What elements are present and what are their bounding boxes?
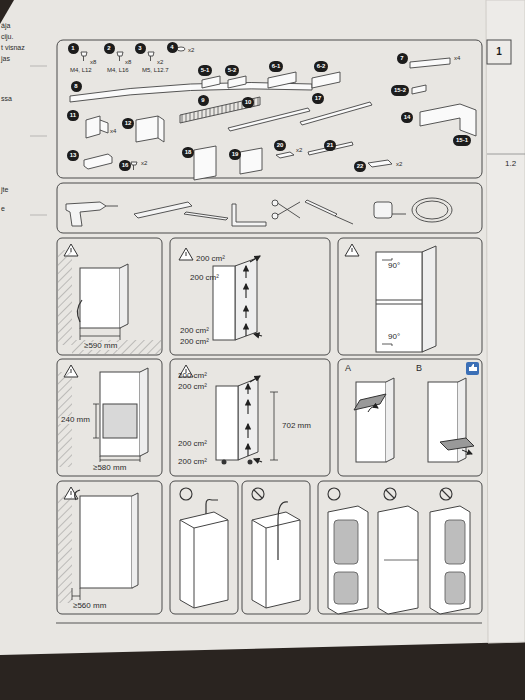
callout-number: 20 — [274, 140, 286, 151]
callout-number: 13 — [67, 150, 79, 161]
screw-size: M4, L16 — [107, 67, 129, 73]
callout-text: 2 — [107, 45, 110, 51]
margin-text: ája — [1, 22, 10, 29]
dimension-label: ≥560 mm — [72, 602, 107, 610]
margin-text: e — [1, 205, 5, 212]
callout-text: 18 — [185, 149, 192, 155]
callout-text: 16 — [122, 162, 129, 168]
dimension-label: 702 mm — [282, 422, 311, 430]
callout-text: 14 — [404, 114, 411, 120]
margin-text: ciju. — [1, 33, 13, 40]
callout-text: 5-2 — [228, 67, 237, 73]
screw-size: M5, L12.7 — [142, 67, 169, 73]
callout-text: 7 — [400, 55, 403, 61]
callout-number: 17 — [312, 93, 324, 104]
callout-number: 5-1 — [198, 65, 212, 76]
callout-number: 15-2 — [391, 85, 408, 96]
callout-number: 10 — [242, 97, 254, 108]
callout-text: 6-1 — [272, 63, 281, 69]
callout-number: 3 — [135, 43, 146, 54]
margin-text: jte — [1, 186, 8, 193]
callout-number: 15-1 — [453, 135, 470, 146]
callout-text: 20 — [277, 142, 284, 148]
callout-text: 5-1 — [201, 67, 210, 73]
step-number: 1.2 — [505, 160, 516, 168]
margin-text: jas — [1, 55, 10, 62]
callout-text: 12 — [125, 120, 132, 126]
figure-letter: B — [416, 364, 422, 373]
callout-text: 9 — [201, 97, 204, 103]
quantity-label: x2 — [296, 147, 302, 153]
quantity-label: x4 — [110, 128, 116, 134]
callout-text: 6-2 — [317, 63, 326, 69]
step-box-number: 1 — [492, 45, 506, 59]
angle-label: 90° — [388, 333, 400, 341]
quantity-label: x2 — [188, 47, 194, 53]
callout-number: 5-2 — [225, 65, 239, 76]
callout-text: 13 — [70, 152, 77, 158]
callout-number: 16 — [119, 160, 131, 171]
callout-text: 15-2 — [394, 87, 406, 93]
dimension-label: ≥590 mm — [83, 342, 118, 350]
margin-text: ssa — [1, 95, 12, 102]
callout-number: 2 — [104, 43, 115, 54]
area-label: 200 cm² — [178, 372, 207, 380]
callout-text: 15-1 — [456, 137, 468, 143]
callout-number: 19 — [229, 149, 241, 160]
callout-number: 22 — [354, 161, 366, 172]
quantity-label: x2 — [157, 59, 163, 65]
area-label: 200 cm² — [178, 440, 207, 448]
dimension-label: 240 mm — [60, 416, 91, 424]
area-label: 200 cm² — [180, 327, 209, 335]
next-page — [486, 0, 525, 643]
area-label: 200 cm² — [196, 255, 225, 263]
callout-number: 14 — [401, 112, 413, 123]
dimension-label: ≥580 mm — [92, 464, 127, 472]
callout-number: 11 — [67, 110, 78, 121]
callout-text: 22 — [357, 163, 364, 169]
callout-number: 9 — [198, 95, 209, 106]
margin-text: t visnaz — [1, 44, 25, 51]
quantity-label: x4 — [454, 55, 460, 61]
approved-icon — [466, 362, 479, 375]
callout-number: 4 — [167, 42, 178, 53]
callout-number: 6-1 — [269, 61, 283, 72]
callout-text: 10 — [245, 99, 252, 105]
figure-letter: A — [345, 364, 351, 373]
callout-text: 3 — [138, 45, 141, 51]
callout-text: 17 — [315, 95, 322, 101]
callout-number: 6-2 — [314, 61, 328, 72]
callout-text: 1 — [71, 45, 74, 51]
callout-number: 7 — [397, 53, 408, 64]
area-label: 200 cm² — [178, 458, 207, 466]
callout-number: 8 — [71, 81, 82, 92]
callout-number: 18 — [182, 147, 194, 158]
callout-number: 1 — [68, 43, 79, 54]
area-label: 200 cm² — [180, 338, 209, 346]
paper — [0, 0, 525, 655]
angle-label: 90° — [388, 262, 400, 270]
callout-text: 8 — [74, 83, 77, 89]
quantity-label: x8 — [125, 59, 131, 65]
quantity-label: x2 — [141, 160, 147, 166]
callout-number: 12 — [122, 118, 134, 129]
step-text: 1 — [496, 47, 502, 57]
callout-text: 21 — [327, 142, 334, 148]
callout-number: 21 — [324, 140, 336, 151]
area-label: 200 cm² — [190, 274, 219, 282]
callout-text: 11 — [70, 112, 76, 118]
callout-text: 4 — [170, 44, 173, 50]
callout-text: 19 — [232, 151, 239, 157]
quantity-label: x2 — [396, 161, 402, 167]
quantity-label: x8 — [90, 59, 96, 65]
area-label: 200 cm² — [178, 383, 207, 391]
screw-size: M4, L12 — [70, 67, 92, 73]
